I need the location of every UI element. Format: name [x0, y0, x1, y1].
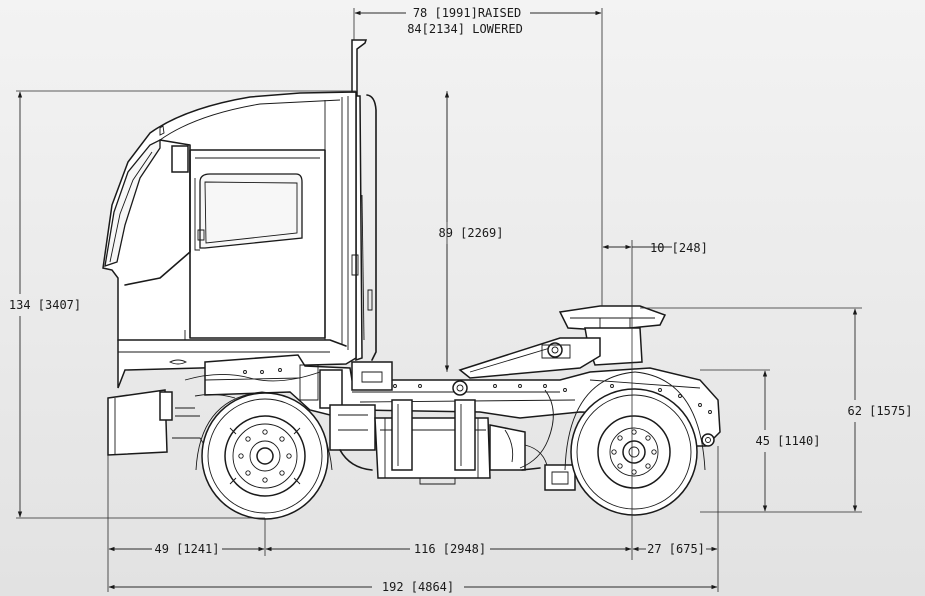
front-bumper	[107, 389, 206, 456]
hoses	[184, 371, 554, 469]
cab	[102, 91, 373, 389]
dim-fifth-wheel-offset: 10 [248]	[650, 241, 708, 255]
dim-front-overhang: 49 [1241]	[154, 542, 219, 556]
fifth-wheel	[458, 305, 667, 379]
dim-cab-width-lowered: 84[2134] LOWERED	[407, 22, 523, 36]
dimension-labels: 78 [1991]RAISED 84[2134] LOWERED 89 [226…	[9, 6, 913, 594]
dim-cab-width-raised: 78 [1991]RAISED	[413, 6, 521, 20]
dim-overall-length: 192 [4864]	[382, 580, 454, 594]
dimension-lines	[16, 8, 862, 592]
dim-overall-height: 134 [3407]	[9, 298, 81, 312]
dim-fifth-wheel-height: 62 [1575]	[847, 404, 912, 418]
truck-side-view	[102, 39, 721, 520]
dim-wheelbase: 116 [2948]	[414, 542, 486, 556]
front-wheel	[195, 391, 333, 520]
fuel-tank	[374, 399, 576, 491]
dim-frame-height: 45 [1140]	[755, 434, 820, 448]
dim-cab-height: 89 [2269]	[438, 226, 503, 240]
dim-rear-overhang: 27 [675]	[647, 542, 705, 556]
rear-wheel	[564, 371, 706, 516]
